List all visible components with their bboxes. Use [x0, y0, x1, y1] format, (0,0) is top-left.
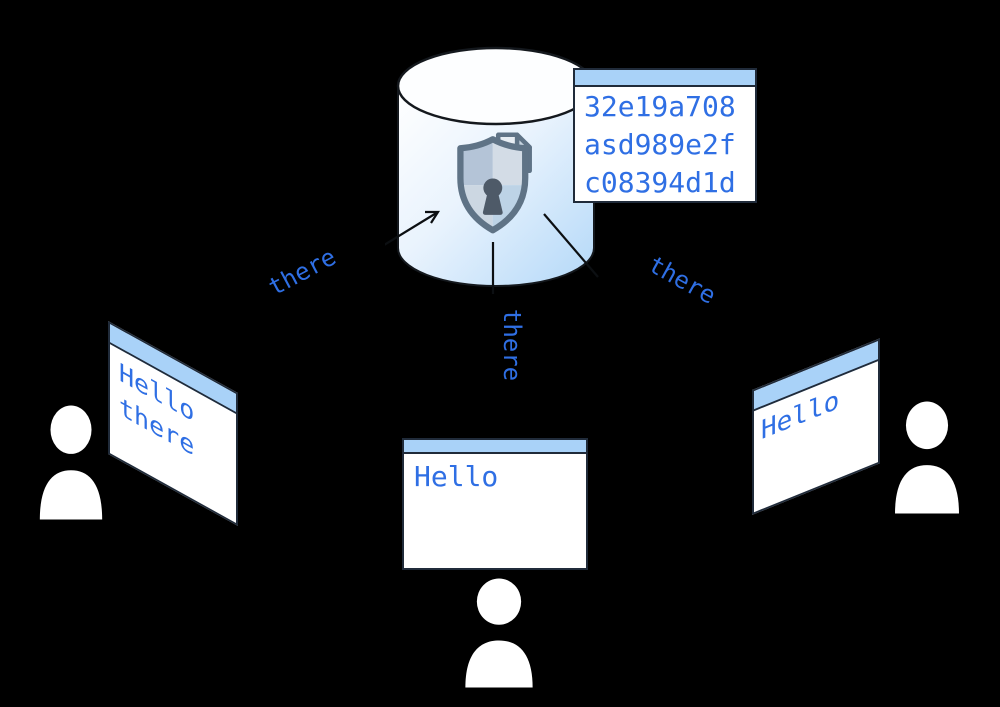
person-icon-bottom	[465, 578, 533, 688]
bottom-message-window-titlebar	[404, 440, 586, 454]
database-cylinder-icon	[385, 46, 599, 294]
person-icon-right	[895, 401, 959, 514]
bottom-message-text: Hello	[404, 454, 586, 494]
shield-outline	[457, 136, 529, 234]
hash-line: asd989e2f	[584, 128, 736, 161]
connection-label-right: there	[643, 250, 721, 310]
connection-arrows	[385, 210, 599, 294]
cylinder-top	[396, 46, 596, 126]
hash-window: 32e19a708 asd989e2f c08394d1d	[573, 68, 757, 203]
keyhole-icon	[482, 178, 503, 215]
connection-label-left: there	[263, 242, 341, 302]
connection-label-center: there	[498, 308, 527, 382]
bottom-message-window: Hello	[402, 438, 588, 570]
arrow-left-line	[385, 211, 439, 246]
hash-line: 32e19a708	[584, 90, 736, 123]
hash-window-text: 32e19a708 asd989e2f c08394d1d	[575, 87, 755, 202]
person-icon-left	[39, 405, 103, 520]
arrow-right-line	[543, 213, 599, 278]
hash-line: c08394d1d	[584, 166, 736, 199]
hash-window-titlebar	[575, 70, 755, 87]
arrow-left-head-icon	[425, 210, 441, 224]
right-message-window: Hello	[752, 338, 880, 515]
message-line: Hello	[414, 460, 499, 493]
